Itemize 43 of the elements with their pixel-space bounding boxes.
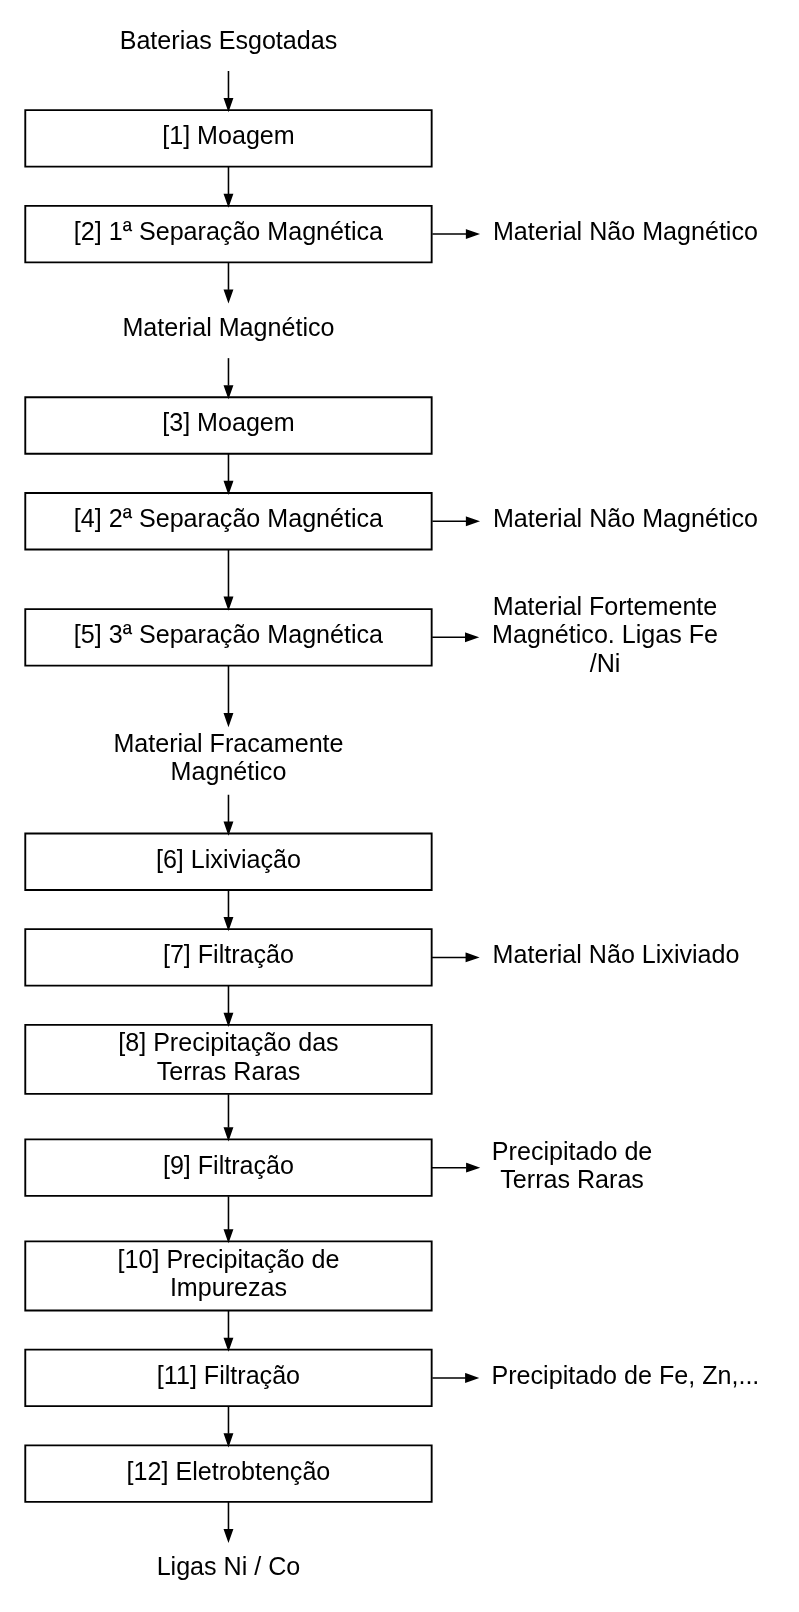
arrow — [223, 889, 234, 932]
arrow — [223, 1405, 234, 1448]
arrow — [431, 516, 480, 527]
node-text: Material Não Lixiviado — [492, 940, 740, 969]
arrow — [431, 1372, 480, 1383]
arrow — [223, 1195, 234, 1244]
node-box: [9] Filtração — [24, 1138, 433, 1197]
node-text: Precipitado de Terras Raras — [491, 1136, 653, 1193]
arrow — [223, 261, 234, 304]
node-text: Baterias Esgotadas — [119, 25, 338, 54]
arrow — [431, 229, 480, 240]
arrow — [223, 665, 234, 728]
arrow — [431, 632, 480, 643]
arrow — [223, 453, 234, 495]
arrow — [431, 1162, 481, 1173]
arrow — [223, 793, 234, 836]
node-box: [1] Moagem — [24, 109, 433, 168]
arrow — [223, 1501, 234, 1544]
arrow — [223, 70, 234, 113]
node-text: Material Não Magnético — [492, 217, 758, 246]
node-box: [4] 2ª Separação Magnética — [24, 492, 433, 551]
node-box: [12] Eletrobtenção — [24, 1444, 433, 1503]
node-box: [11] Filtração — [24, 1348, 433, 1408]
node-box: [2] 1ª Separação Magnética — [24, 204, 433, 264]
arrow — [223, 1310, 234, 1352]
arrow — [223, 165, 234, 208]
arrow — [223, 548, 234, 611]
node-box: [3] Moagem — [24, 396, 433, 455]
arrow — [223, 357, 234, 400]
node-box: [8] Precipitação das Terras Raras — [24, 1023, 433, 1095]
node-box: [7] Filtração — [24, 928, 433, 987]
node-text: Ligas Ni / Co — [156, 1552, 301, 1581]
node-text: Material Fracamente Magnético — [113, 728, 344, 785]
node-text: Precipitado de Fe, Zn,... — [491, 1360, 760, 1389]
node-text: Material Magnético — [122, 312, 335, 341]
arrow — [223, 985, 234, 1027]
arrow — [223, 1093, 234, 1142]
node-text: Material Não Magnético — [492, 504, 758, 533]
node-text: Material Fortemente Magnético. Ligas Fe /Ni — [492, 592, 719, 677]
node-box: [6] Lixiviação — [24, 832, 433, 891]
arrow — [431, 952, 480, 963]
node-box: [5] 3ª Separação Magnética — [24, 608, 433, 667]
node-box: [10] Precipitação de Impurezas — [24, 1240, 433, 1312]
